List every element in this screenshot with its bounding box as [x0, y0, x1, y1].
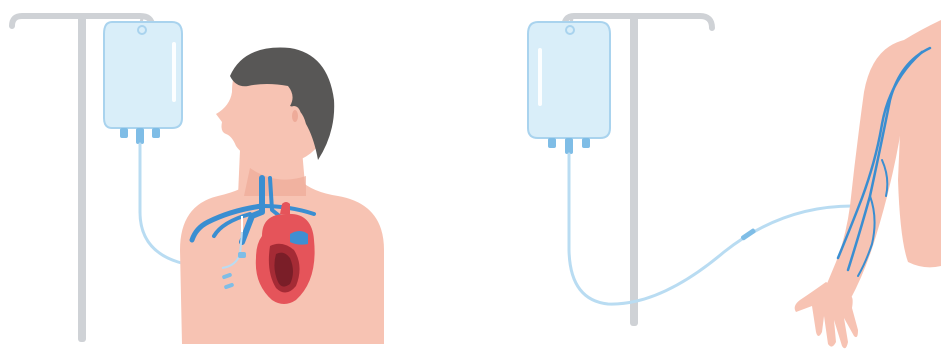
right-panel: [528, 16, 941, 348]
patient-torso: [898, 20, 941, 267]
left-panel: [12, 16, 384, 344]
iv-tube: [569, 154, 852, 304]
iv-bag: [528, 16, 610, 154]
iv-bag: [104, 16, 182, 144]
